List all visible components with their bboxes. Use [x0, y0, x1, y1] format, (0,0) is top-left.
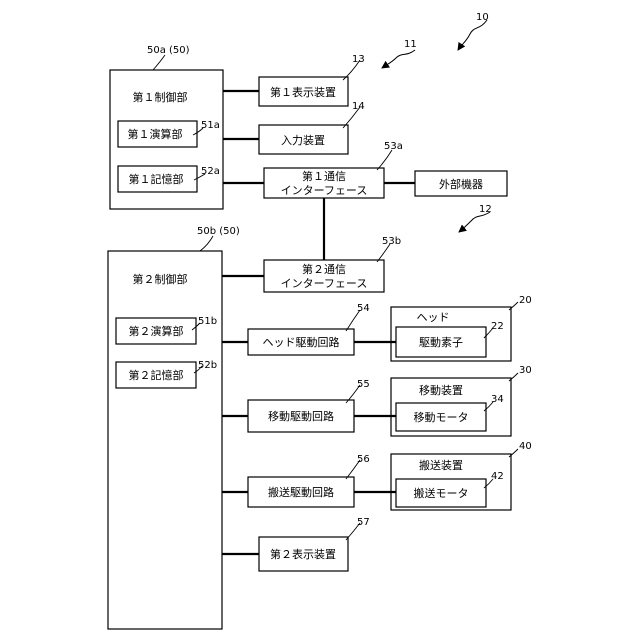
- move-motor-label: 移動モータ: [414, 410, 469, 424]
- ref-10: 10: [476, 12, 489, 23]
- second-control-unit-box: [108, 251, 222, 629]
- first-memory-label: 第１記憶部: [129, 172, 184, 186]
- convey-drive-label: 搬送駆動回路: [268, 485, 334, 499]
- ref-57: 57: [357, 517, 370, 528]
- first-comm-label-line1: 第１通信: [302, 169, 346, 183]
- arrow-12: [459, 212, 490, 232]
- arrow-10: [458, 20, 487, 50]
- ref-51b: 51b: [198, 316, 217, 327]
- second-display-label: 第２表示装置: [270, 547, 336, 561]
- external-device-label: 外部機器: [439, 177, 483, 191]
- ref-52b: 52b: [198, 360, 217, 371]
- ref-12: 12: [479, 204, 492, 215]
- move-drive-label: 移動駆動回路: [268, 409, 334, 423]
- ref-55: 55: [357, 379, 370, 390]
- first-display-label: 第１表示装置: [270, 85, 336, 99]
- ref-20: 20: [519, 295, 532, 306]
- second-control-label: 第２制御部: [133, 272, 188, 286]
- ref-30: 30: [519, 365, 532, 376]
- leader-50b: [200, 236, 213, 251]
- ref-51a: 51a: [201, 120, 220, 131]
- arrow-11: [382, 50, 415, 68]
- ref-14: 14: [352, 101, 365, 112]
- ref-52a: 52a: [201, 166, 220, 177]
- ref-11: 11: [404, 39, 417, 50]
- first-calc-label: 第１演算部: [128, 127, 183, 141]
- ref-56: 56: [357, 454, 370, 465]
- move-device-label: 移動装置: [419, 383, 463, 397]
- leader-20: [509, 302, 518, 310]
- leader-53a: [377, 150, 392, 170]
- ref-53a: 53a: [384, 141, 403, 152]
- ref-34: 34: [491, 394, 504, 405]
- first-control-label: 第１制御部: [133, 90, 188, 104]
- head-label: ヘッド: [417, 311, 450, 324]
- ref-42: 42: [491, 471, 504, 482]
- first-comm-label-line2: インターフェース: [281, 184, 368, 197]
- second-comm-label-line2: インターフェース: [281, 277, 368, 290]
- ref-40: 40: [519, 441, 532, 452]
- ref-53b: 53b: [382, 236, 401, 247]
- head-drive-label: ヘッド駆動回路: [263, 335, 340, 349]
- ref-54: 54: [357, 303, 370, 314]
- leader-40: [509, 449, 518, 457]
- second-calc-label: 第２演算部: [129, 324, 184, 338]
- leader-50a: [153, 55, 165, 70]
- input-device-label: 入力装置: [281, 134, 325, 147]
- ref-22: 22: [491, 321, 504, 332]
- ref-13: 13: [352, 54, 365, 65]
- drive-element-label: 駆動素子: [419, 335, 463, 349]
- ref-50b: 50b (50): [197, 226, 240, 237]
- convey-motor-label: 搬送モータ: [414, 486, 469, 500]
- second-memory-label: 第２記憶部: [129, 368, 184, 382]
- convey-device-label: 搬送装置: [419, 458, 463, 472]
- ref-50a: 50a (50): [147, 45, 190, 56]
- leader-30: [509, 373, 518, 381]
- second-comm-label-line1: 第２通信: [302, 262, 346, 276]
